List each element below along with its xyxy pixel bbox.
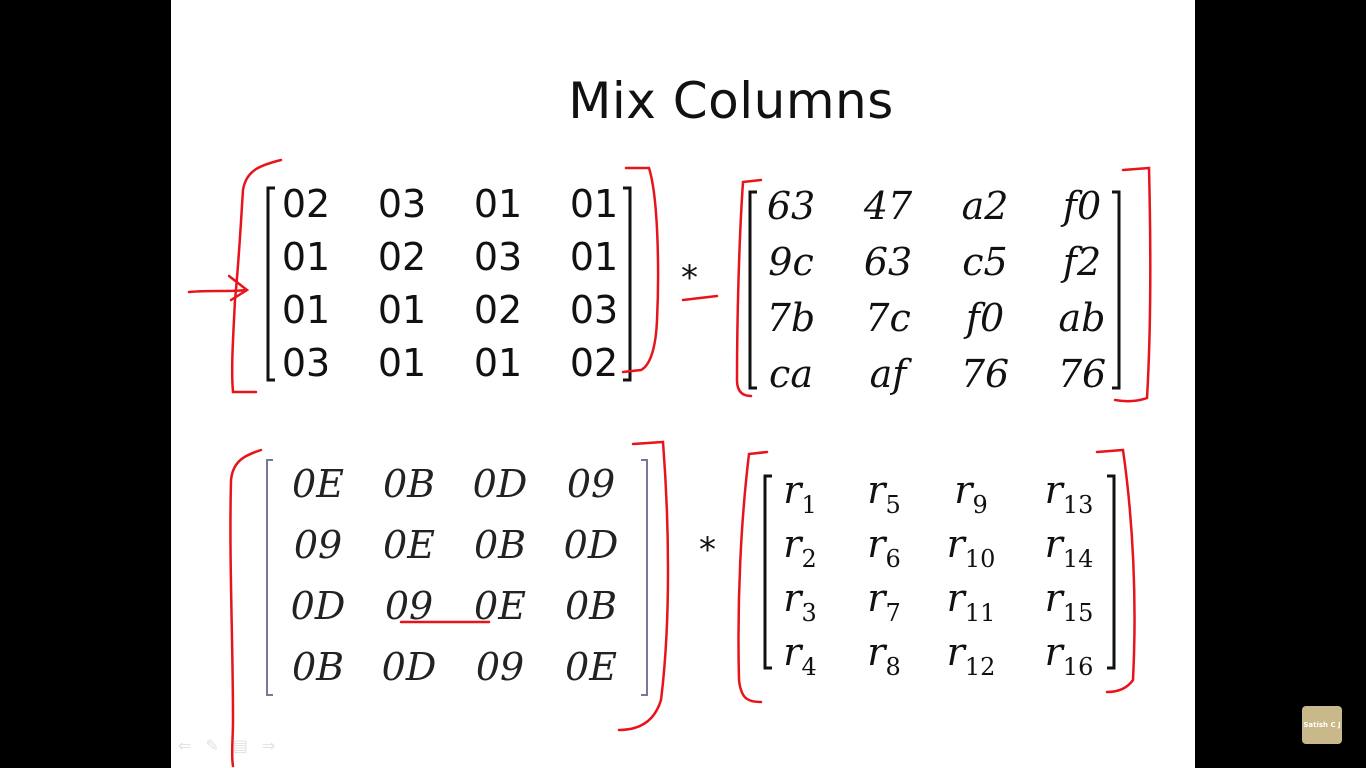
ink-bracket-4 [1113, 166, 1152, 403]
mix-right-bracket [623, 186, 632, 382]
mix-cell: 01 [281, 288, 331, 332]
ink-bracket-2 [621, 166, 660, 374]
mix-matrix: 02 03 01 01 01 02 03 01 01 01 02 03 03 0… [275, 182, 623, 392]
multiply-operator: * [681, 258, 698, 298]
state-cell: ca [769, 352, 813, 396]
red-ink [187, 158, 1152, 768]
inverse-cell: 09 [566, 462, 616, 506]
state-cell: 47 [863, 184, 913, 228]
state-cell: 76 [960, 352, 1010, 396]
r-cell: r11 [946, 576, 996, 627]
prev-arrow-icon[interactable]: ⇐ [178, 736, 192, 755]
r-cell: r16 [1044, 630, 1094, 681]
mix-cell: 01 [377, 341, 427, 385]
mix-cell: 01 [473, 341, 523, 385]
ink-bracket-7 [737, 450, 769, 704]
state-cell: f2 [1062, 240, 1102, 284]
state-cell: 9c [768, 240, 814, 284]
r-cell: r5 [867, 468, 901, 519]
ink-bracket-5 [229, 448, 263, 768]
state-left-bracket [748, 190, 757, 390]
state-matrix: 63 47 a2 f0 9c 63 c5 f2 7b 7c f0 ab ca a… [759, 184, 1111, 396]
state-cell: f0 [1062, 184, 1102, 228]
channel-badge: Satish C J [1302, 706, 1342, 744]
inverse-cell: 09 [475, 645, 525, 689]
pen-icon[interactable]: ✎ [205, 736, 219, 755]
ink-bracket-8 [1095, 448, 1136, 694]
mix-cell: 02 [569, 341, 619, 385]
arrow-icon [187, 274, 250, 302]
r-cell: r13 [1044, 468, 1094, 519]
inverse-brackets [266, 459, 648, 696]
state-cell: 63 [766, 184, 816, 228]
annotation-layer [187, 158, 1152, 768]
next-arrow-icon[interactable]: ⇒ [261, 736, 276, 755]
ink-bracket-1 [230, 158, 283, 394]
state-cell: 7b [766, 296, 816, 340]
slide: Mix Columns [171, 0, 1195, 768]
r-cell: r1 [783, 468, 817, 519]
r-right-bracket [1107, 474, 1116, 670]
ink-underline [681, 294, 719, 302]
r-cell: r7 [867, 576, 901, 627]
r-cell: r2 [783, 522, 817, 573]
state-cell: 7c [865, 296, 911, 340]
state-cell: 63 [863, 240, 913, 284]
state-cell: 76 [1057, 352, 1107, 396]
inverse-cell: 0B [564, 584, 618, 628]
matrix-brackets [266, 186, 1121, 670]
mix-cell: 03 [377, 182, 427, 226]
r-cell: r12 [946, 630, 996, 681]
mix-cell: 01 [281, 235, 331, 279]
inverse-cell: 0E [565, 645, 617, 689]
r-cell: r8 [867, 630, 901, 681]
slide-title: Mix Columns [568, 72, 894, 130]
inverse-cell: 0E [383, 523, 435, 567]
state-cell: af [869, 352, 907, 396]
mix-cell: 03 [281, 341, 331, 385]
mix-cell: 03 [473, 235, 523, 279]
ink-bracket-3 [735, 178, 763, 398]
r-cell: r6 [867, 522, 901, 573]
mix-cell: 01 [473, 182, 523, 226]
state-cell: a2 [961, 184, 1009, 228]
inverse-cell: 0D [381, 645, 437, 689]
mix-cell: 03 [569, 288, 619, 332]
multiply-operator-2: * [699, 530, 716, 570]
state-cell: f0 [965, 296, 1005, 340]
mix-cell: 01 [377, 288, 427, 332]
state-cell: c5 [962, 240, 1008, 284]
inverse-cell: 0E [292, 462, 344, 506]
menu-icon[interactable]: ▤ [232, 736, 248, 755]
mix-cell: 02 [281, 182, 331, 226]
inverse-cell: 0D [290, 584, 346, 628]
state-cell: ab [1058, 296, 1106, 340]
inverse-cell: 0E [474, 584, 526, 628]
inverse-cell: 0D [472, 462, 528, 506]
mix-cell: 02 [473, 288, 523, 332]
r-cell: r15 [1044, 576, 1094, 627]
inverse-cell: 0B [291, 645, 345, 689]
slide-nav-controls[interactable]: ⇐ ✎ ▤ ⇒ [178, 736, 275, 755]
inverse-cell: 0B [382, 462, 436, 506]
inverse-cell: 0D [563, 523, 619, 567]
inverse-cell: 09 [384, 584, 434, 628]
mix-cell: 01 [569, 235, 619, 279]
mix-cell: 02 [377, 235, 427, 279]
r-cell: r3 [783, 576, 817, 627]
ink-bracket-6 [617, 440, 670, 732]
inverse-cell: 0B [473, 523, 527, 567]
r-matrix: r1 r5 r9 r13 r2 r6 r10 r14 r3 r7 r11 r15… [771, 468, 1111, 681]
inverse-matrix: 0E 0B 0D 09 09 0E 0B 0D 0D 09 0E 0B 0B 0… [283, 462, 633, 692]
state-right-bracket [1112, 190, 1121, 390]
r-cell: r4 [783, 630, 817, 681]
r-cell: r9 [954, 468, 988, 519]
mix-cell: 01 [569, 182, 619, 226]
mix-left-bracket [266, 186, 275, 382]
inverse-cell: 09 [293, 523, 343, 567]
r-left-bracket [763, 474, 772, 670]
r-cell: r10 [946, 522, 996, 573]
r-cell: r14 [1044, 522, 1094, 573]
